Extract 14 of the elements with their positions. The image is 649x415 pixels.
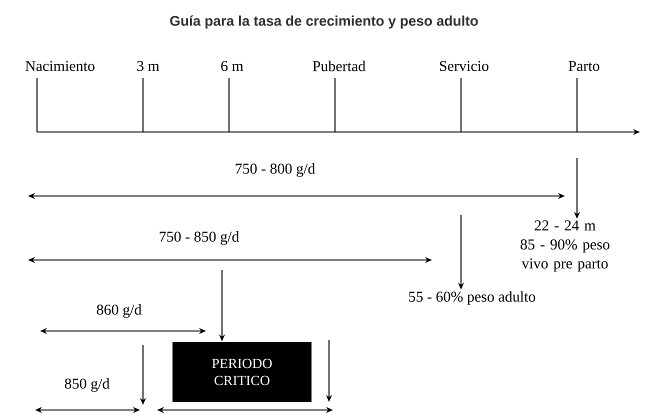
- title: Guía para la tasa de crecimiento y peso adulto: [170, 15, 478, 29]
- milestone-label: Nacimiento: [25, 60, 94, 72]
- range-label: 750 - 850 g/d: [160, 231, 240, 245]
- milestone-label: Servicio: [440, 60, 488, 72]
- annotation-text: 22 - 24 m 85 - 90% peso vivo pre parto: [520, 220, 610, 272]
- critical-period-box: PERIODO CRITICO: [172, 342, 312, 402]
- milestone-label: 6 m: [221, 60, 244, 72]
- range-label: 850 g/d: [64, 378, 110, 392]
- annotation-text: 55 - 60% peso adulto: [409, 291, 536, 305]
- milestone-label: 3 m: [137, 60, 160, 72]
- range-label: 750 - 800 g/d: [236, 163, 316, 177]
- milestone-label: Parto: [568, 61, 600, 71]
- milestone-label: Pubertad: [312, 60, 366, 72]
- range-label: 860 g/d: [96, 304, 142, 318]
